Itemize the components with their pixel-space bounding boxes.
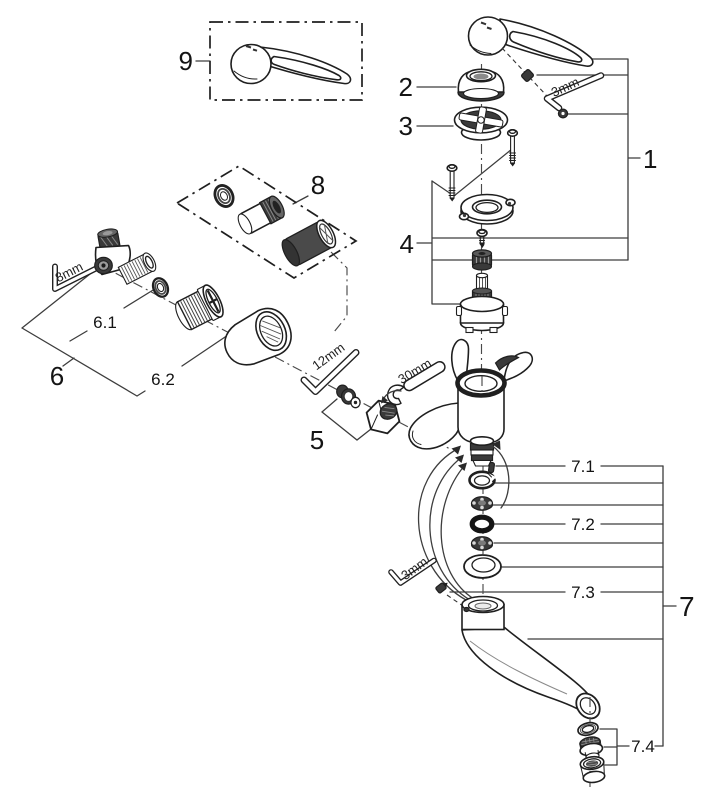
part-label-9: 9 bbox=[179, 46, 193, 76]
swivel-spout bbox=[461, 595, 601, 720]
coupling-washer bbox=[213, 184, 235, 208]
tool-label-3mm-bottom: 3mm bbox=[398, 554, 430, 583]
union-washer bbox=[151, 277, 170, 298]
tool-label-3mm-top: 3mm bbox=[549, 74, 582, 100]
bearing-ring-upper bbox=[470, 496, 494, 511]
fixing-screw-b bbox=[446, 164, 458, 202]
support-washer bbox=[463, 554, 502, 579]
fixing-screw-a bbox=[506, 129, 519, 167]
check-valve-plug bbox=[336, 384, 361, 409]
cartridge bbox=[455, 272, 509, 334]
open-end-wrench-30mm bbox=[381, 360, 446, 406]
part-label-6: 6 bbox=[50, 361, 64, 391]
adapter-sleeve bbox=[471, 249, 493, 271]
callout-lines bbox=[21, 58, 677, 766]
part-label-7-1: 7.1 bbox=[571, 457, 595, 476]
part-label-4: 4 bbox=[400, 229, 414, 259]
labels: 9 2 3 1 4 8 6.1 6 6.2 5 7.1 7.2 7.3 7 7.… bbox=[50, 46, 695, 756]
allen-key-3mm-top bbox=[543, 72, 605, 112]
cartridge-cap bbox=[453, 106, 509, 141]
allen-key-3mm-bottom bbox=[388, 557, 437, 586]
coupling-set-box bbox=[175, 165, 358, 279]
spout-bearing-stub bbox=[469, 435, 495, 467]
faucet-body bbox=[408, 338, 534, 450]
bearing-ring-lower bbox=[470, 536, 494, 551]
part-label-1: 1 bbox=[643, 144, 657, 174]
cover-dome bbox=[224, 307, 292, 366]
part-label-7-4: 7.4 bbox=[631, 737, 655, 756]
coupling-adapter bbox=[237, 195, 285, 235]
part-label-7: 7 bbox=[679, 591, 695, 622]
slide-ring bbox=[468, 470, 497, 490]
s-union bbox=[94, 228, 157, 286]
part-label-6-1: 6.1 bbox=[93, 313, 117, 332]
lever-handle bbox=[467, 16, 594, 67]
part-label-3: 3 bbox=[399, 111, 413, 141]
handle-screw-leader bbox=[501, 47, 569, 119]
spare-handle-box bbox=[209, 21, 363, 101]
handle-cap-ring bbox=[457, 68, 505, 102]
part-label-6-2: 6.2 bbox=[151, 370, 175, 389]
coupling-socket bbox=[281, 219, 337, 267]
retaining-pin bbox=[487, 461, 496, 474]
assembly-arrows bbox=[417, 440, 510, 601]
allen-key-12mm bbox=[300, 349, 360, 395]
allen-key-8mm bbox=[52, 263, 99, 292]
spare-lever-handle bbox=[230, 43, 352, 85]
o-ring bbox=[469, 514, 495, 534]
part-label-2: 2 bbox=[399, 72, 413, 102]
part-label-7-2: 7.2 bbox=[571, 515, 595, 534]
part-label-5: 5 bbox=[310, 425, 324, 455]
part-label-8: 8 bbox=[311, 170, 325, 200]
aerator-shell bbox=[579, 755, 606, 784]
escutcheon-flange bbox=[458, 193, 516, 225]
grub-screw bbox=[521, 69, 534, 82]
part-label-7-3: 7.3 bbox=[571, 583, 595, 602]
set-screw bbox=[435, 582, 464, 607]
swivel-nut bbox=[365, 399, 401, 435]
aerator-washer bbox=[577, 721, 599, 737]
threaded-bush bbox=[175, 284, 224, 331]
cartridge-screw bbox=[476, 228, 488, 248]
